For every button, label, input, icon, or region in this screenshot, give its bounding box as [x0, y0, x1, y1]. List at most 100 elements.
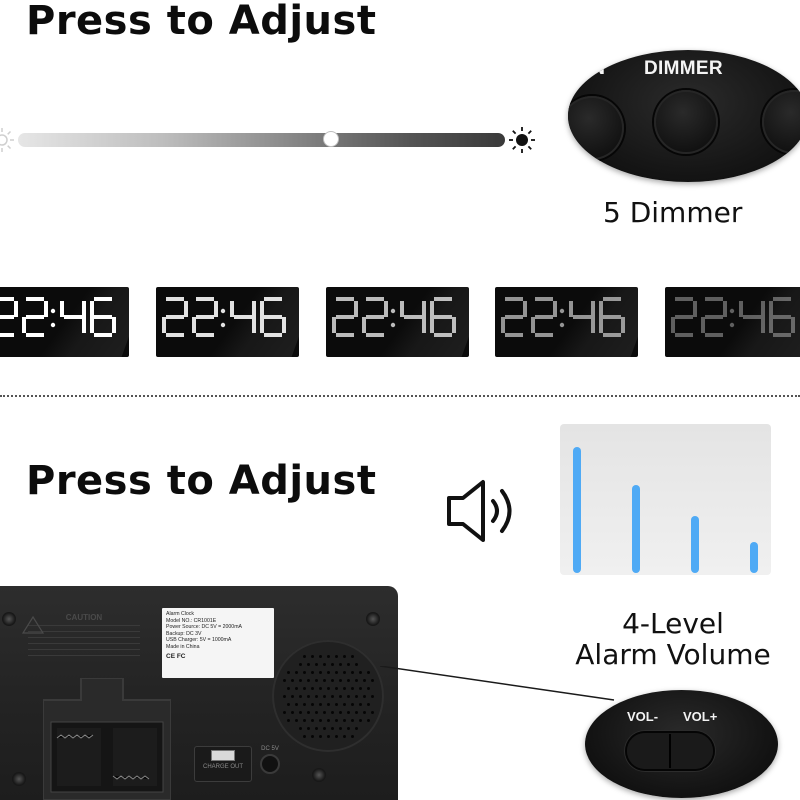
clock-display-level-5 [665, 287, 800, 357]
brightness-slider[interactable] [0, 118, 545, 162]
grille-hole [310, 670, 314, 674]
label-usb: USB Charger: 5V = 1000mA [166, 637, 232, 644]
warning-triangle-icon [22, 616, 44, 634]
left-round-button[interactable] [568, 96, 624, 160]
grille-hole [342, 718, 346, 722]
grille-hole [318, 718, 322, 722]
rocker-divider [669, 734, 671, 768]
grille-hole [334, 686, 338, 690]
grille-hole [330, 726, 334, 730]
grille-hole [350, 702, 354, 706]
grille-hole [326, 670, 330, 674]
grille-hole [346, 710, 350, 714]
grille-hole [338, 726, 342, 730]
grille-hole [354, 726, 358, 730]
grille-hole [342, 686, 346, 690]
grille-hole [302, 718, 306, 722]
grille-hole [370, 710, 374, 714]
grille-hole [310, 654, 314, 658]
grille-hole [310, 734, 314, 738]
volume-level-panel [560, 424, 771, 575]
grille-hole [366, 670, 370, 674]
grille-hole [330, 694, 334, 698]
clock-digits [162, 297, 286, 337]
grille-hole [322, 694, 326, 698]
grille-hole [314, 678, 318, 682]
vol-minus-button[interactable] [627, 733, 670, 769]
volume-caption-line2: Alarm Volume [575, 638, 771, 671]
grille-hole [350, 654, 354, 658]
grille-hole [338, 694, 342, 698]
grille-hole [282, 710, 286, 714]
grille-hole [294, 670, 298, 674]
usb-charge-port: CHARGE OUT [194, 746, 252, 782]
dimmer-button[interactable] [654, 90, 718, 154]
dim-sun-icon [0, 128, 14, 152]
grille-hole [314, 710, 318, 714]
right-round-button[interactable] [762, 90, 800, 154]
screw [366, 612, 380, 626]
grille-hole [326, 654, 330, 658]
battery-compartment [43, 678, 171, 800]
grille-hole [286, 686, 290, 690]
grille-hole [302, 654, 306, 658]
volume-rocker[interactable] [625, 731, 715, 771]
grille-hole [294, 702, 298, 706]
volume-bar-level-1 [573, 447, 581, 573]
grille-hole [314, 662, 318, 666]
dimmer-heading: Press to Adjust [26, 0, 377, 44]
grille-hole [322, 678, 326, 682]
usb-slot [211, 750, 235, 761]
grille-hole [358, 702, 362, 706]
grille-hole [342, 670, 346, 674]
slider-knob[interactable] [322, 131, 339, 147]
grille-hole [286, 670, 290, 674]
grille-hole [350, 718, 354, 722]
grille-hole [318, 654, 322, 658]
bright-sun-icon [509, 127, 535, 153]
caution-title: CAUTION [65, 613, 103, 622]
grille-hole [350, 734, 354, 738]
grille-hole [306, 694, 310, 698]
label-title: Alarm Clock [166, 611, 194, 617]
grille-hole [342, 654, 346, 658]
grille-hole [310, 686, 314, 690]
grille-hole [326, 718, 330, 722]
grille-hole [354, 694, 358, 698]
volume-heading: Press to Adjust [26, 458, 377, 504]
grille-hole [310, 702, 314, 706]
grille-hole [350, 686, 354, 690]
speaker-icon [447, 480, 512, 542]
screw [312, 768, 326, 782]
grille-hole [354, 710, 358, 714]
clock-display-level-2 [156, 287, 299, 357]
clock-digits [671, 297, 795, 337]
label-power: Power Source: DC 5V = 2000mA [166, 624, 242, 631]
grille-hole [310, 718, 314, 722]
volume-bar-level-2 [632, 484, 640, 573]
clock-display-level-4 [495, 287, 638, 357]
device-info-label: Alarm Clock Model NO.: CR1001E Power Sou… [162, 608, 274, 678]
grille-hole [330, 678, 334, 682]
slider-track[interactable] [18, 133, 505, 147]
grille-hole [334, 734, 338, 738]
grille-hole [350, 670, 354, 674]
dimmer-button-closeup: IN DIMMER [568, 50, 800, 182]
grille-hole [326, 734, 330, 738]
partial-button-label: IN [586, 58, 605, 79]
grille-hole [290, 710, 294, 714]
vol-plus-button[interactable] [670, 733, 713, 769]
screw [12, 772, 26, 786]
grille-hole [334, 702, 338, 706]
grille-hole [358, 718, 362, 722]
grille-hole [302, 670, 306, 674]
grille-hole [342, 734, 346, 738]
grille-hole [326, 686, 330, 690]
grille-hole [370, 678, 374, 682]
grille-hole [334, 654, 338, 658]
grille-hole [302, 686, 306, 690]
grille-hole [338, 710, 342, 714]
grille-hole [286, 718, 290, 722]
dc-power-jack: DC 5V [254, 746, 286, 778]
dc-jack-label: DC 5V [261, 746, 279, 752]
